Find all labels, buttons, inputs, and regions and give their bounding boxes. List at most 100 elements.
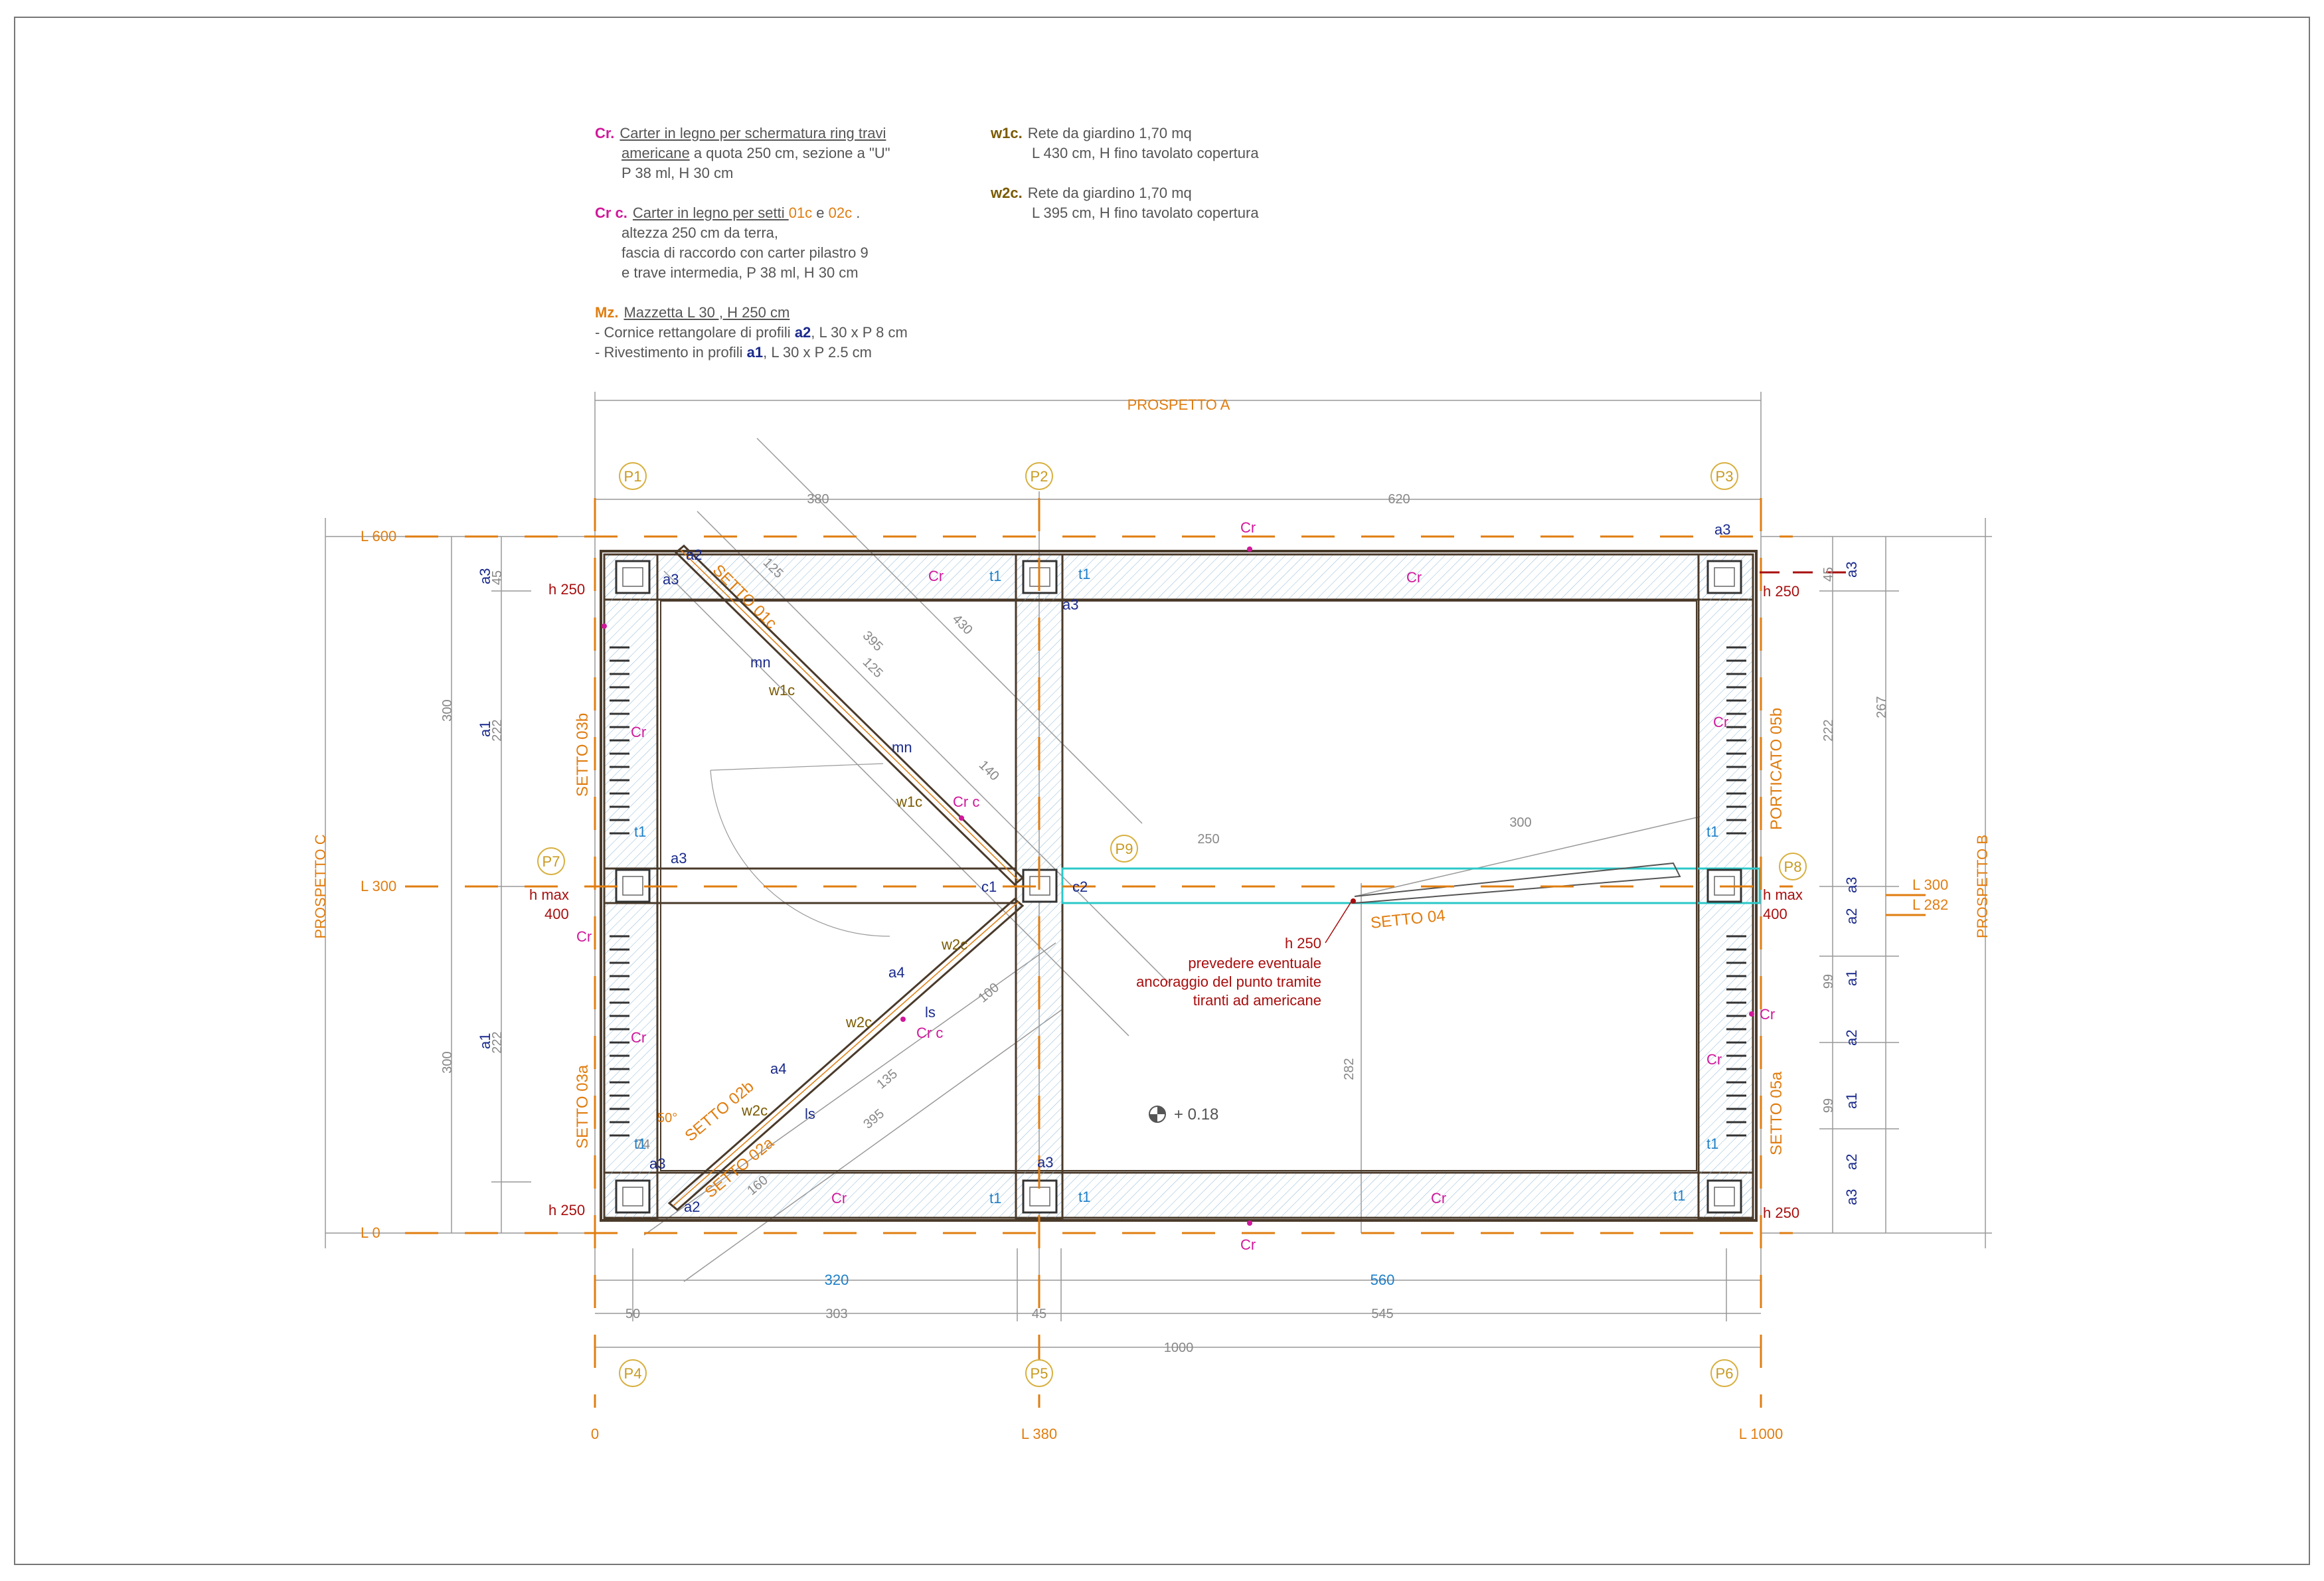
note-mz: Mz.Mazzetta L 30 , H 250 cm - Cornice re… (595, 303, 967, 363)
a2-tag: a2 (686, 546, 702, 563)
pillar-label-p9: P9 (1116, 841, 1133, 857)
cr-tag: Cr (1760, 1006, 1775, 1023)
setto-04-label: SETTO 04 (1370, 906, 1446, 932)
setto-04-wall (1354, 862, 1681, 904)
a2-tag: a2 (1843, 1030, 1860, 1046)
dim-125: 125 (860, 655, 886, 681)
note-text: altezza 250 cm da terra, (622, 224, 779, 241)
dim-222: 222 (1821, 719, 1836, 741)
note-text: . (852, 205, 861, 221)
pillar-label-p3: P3 (1716, 468, 1734, 485)
mn-tag: mn (892, 739, 912, 756)
crc-tag: Cr c (953, 793, 979, 810)
t1-tag: t1 (1078, 566, 1090, 582)
note-text: a quota 250 cm, sezione a "U" (689, 145, 890, 161)
a3-tag: a3 (1843, 1189, 1860, 1205)
a1-tag: a1 (477, 721, 493, 737)
dim-45: 45 (490, 570, 505, 585)
note-04-line: ancoraggio del punto tramite (1136, 973, 1321, 990)
sheet-border (14, 17, 2310, 1565)
dim-45: 45 (1821, 567, 1836, 582)
note-crc: Cr c.Carter in legno per setti 01c e 02c… (595, 203, 967, 283)
note-key: Cr. (595, 125, 615, 141)
pillar-label-p1: P1 (624, 468, 642, 485)
cr-tag: Cr (1406, 569, 1422, 586)
notes-right: w1c.Rete da giardino 1,70 mq L 430 cm, H… (991, 124, 1363, 243)
note-text: fascia di raccordo con carter pilastro 9 (622, 244, 869, 261)
cr-tag: Cr (1706, 1051, 1722, 1068)
note-text: - Cornice rettangolare di profili (595, 324, 795, 341)
dim-300: 300 (440, 699, 455, 721)
level-l600: L 600 (361, 528, 396, 544)
elevation-label: + 0.18 (1174, 1106, 1218, 1123)
a3-tag: a3 (649, 1155, 665, 1172)
height-label: h 250 (1763, 1205, 1799, 1221)
a3-tag: a3 (477, 568, 493, 584)
pillar-label-p6: P6 (1716, 1365, 1734, 1382)
w1c-tag: w1c (768, 682, 795, 699)
prospetto-a-label: PROSPETTO A (1127, 396, 1230, 413)
dim-300: 300 (1509, 815, 1531, 830)
dim-395: 395 (861, 1106, 887, 1131)
note-key: w2c. (991, 185, 1023, 201)
dim-74: 74 (635, 1137, 650, 1152)
t1-tag: t1 (1706, 823, 1718, 840)
prospetto-c-label: PROSPETTO C (312, 834, 329, 938)
note-text: Carter in legno per setti (632, 205, 789, 221)
dim-267: 267 (1874, 696, 1889, 718)
dim-282: 282 (1342, 1058, 1357, 1080)
hmax-label: h max (529, 886, 569, 903)
c2-tag: c2 (1072, 878, 1088, 895)
dim-395: 395 (860, 628, 886, 654)
note-key: Cr c. (595, 205, 627, 221)
dim-1000: 1000 (1164, 1341, 1194, 1355)
level-markers (405, 535, 1926, 1234)
cr-tag: Cr (1713, 714, 1728, 730)
t1-tag: t1 (989, 1190, 1001, 1207)
column-p6 (1706, 1179, 1742, 1214)
w2c-tag: w2c (845, 1014, 872, 1031)
note-text: Rete da giardino 1,70 mq (1027, 125, 1192, 141)
height-label: h 250 (1763, 583, 1799, 600)
dim-135: 135 (874, 1066, 900, 1092)
column-p3 (1706, 560, 1742, 594)
note-text: 01c (788, 205, 813, 221)
dim-140: 140 (976, 758, 1002, 784)
note-cr: Cr.Carter in legno per schermatura ring … (595, 124, 967, 183)
ls-tag: ls (805, 1106, 815, 1122)
dim-320: 320 (825, 1272, 849, 1288)
note-text: Mazzetta L 30 , H 250 cm (623, 304, 790, 321)
hmax-value: 400 (544, 906, 569, 922)
cr-tag: Cr (631, 724, 646, 740)
pillar-label-p8: P8 (1784, 859, 1802, 875)
t1-tag: t1 (634, 1135, 646, 1152)
level-l0: L 0 (361, 1224, 380, 1241)
prospetto-b-label: PROSPETTO B (1974, 835, 1991, 938)
c1-tag: c1 (981, 878, 997, 895)
level-b380: L 380 (1021, 1426, 1057, 1442)
note-text: Rete da giardino 1,70 mq (1027, 185, 1192, 201)
note-key: Mz. (595, 304, 619, 321)
setto-03a-label: SETTO 03a (574, 1064, 592, 1149)
note-04-line: tiranti ad americane (1193, 992, 1321, 1009)
height-label: h 250 (548, 581, 585, 598)
porticato-05b-label: PORTICATO 05b (1768, 708, 1785, 830)
cr-tag: Cr (576, 928, 592, 945)
w1c-tag: w1c (896, 793, 922, 810)
ls-tag: ls (925, 1004, 936, 1021)
dim-545: 545 (1371, 1307, 1393, 1321)
column-p4 (615, 1179, 651, 1214)
cr-tag: Cr (1240, 519, 1256, 536)
t1-tag: t1 (1706, 1135, 1718, 1152)
a4-tag: a4 (888, 964, 904, 981)
dim-303: 303 (825, 1307, 847, 1321)
a2-tag: a2 (1843, 908, 1860, 924)
diagonal-walls (667, 544, 1025, 1211)
elevation-marker-fill (1149, 1106, 1165, 1122)
pillar-label-p5: P5 (1031, 1365, 1048, 1382)
mn-tag: mn (750, 654, 771, 671)
dim-300: 300 (440, 1051, 455, 1073)
cr-tag: Cr (631, 1029, 646, 1046)
note-key: w1c. (991, 125, 1023, 141)
